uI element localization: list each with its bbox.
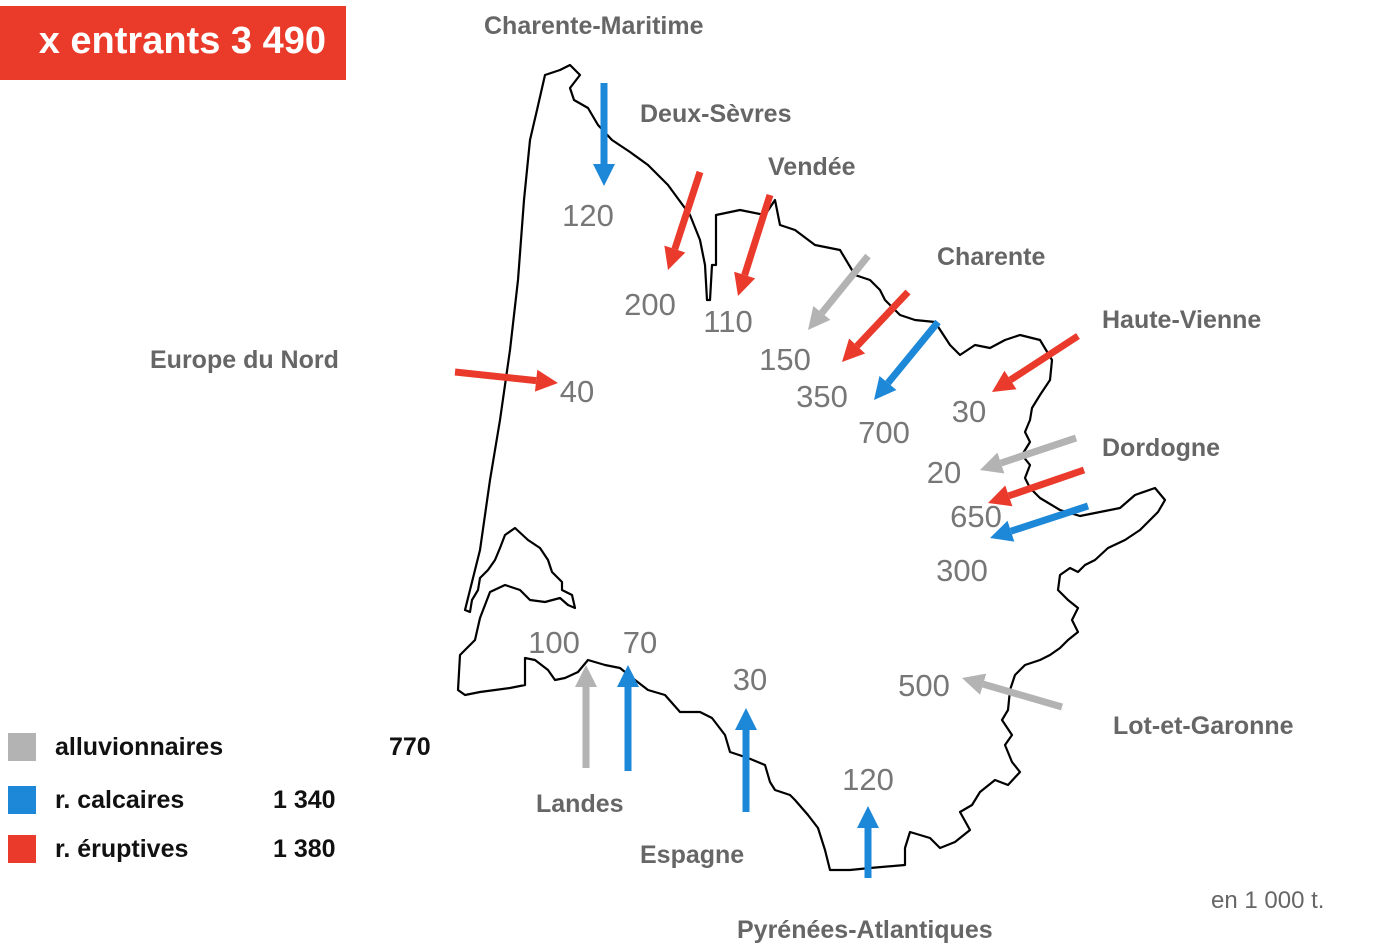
flow-value-label: 40: [560, 374, 594, 409]
flow-arrow-head: [534, 369, 558, 392]
flow-arrow-head: [990, 520, 1015, 542]
total-entrants-banner: x entrants 3 490: [0, 6, 346, 80]
flow-arrow-shaft: [854, 289, 911, 349]
legend-swatch-eruptives: [8, 835, 36, 863]
flow-value-label: 300: [936, 553, 988, 588]
total-entrants-text: x entrants 3 490: [38, 20, 326, 62]
region-label: Charente-Maritime: [484, 12, 704, 40]
flow-arrow-head: [575, 665, 597, 687]
flow-value-label: 120: [562, 198, 614, 233]
legend-label: r. éruptives: [55, 835, 189, 863]
flow-arrow-head: [593, 164, 615, 186]
flow-value-label: 200: [624, 287, 676, 322]
flow-arrow-head: [992, 370, 1017, 392]
flow-value-label: 20: [927, 455, 961, 490]
flow-arrow-shaft: [999, 434, 1078, 467]
region-label: Espagne: [640, 841, 744, 869]
region-label: Europe du Nord: [150, 346, 339, 374]
legend-value: 1 380: [273, 835, 336, 863]
region-label: Pyrénées-Atlantiques: [737, 916, 993, 944]
region-label: Charente: [937, 243, 1045, 271]
region-label: Deux-Sèvres: [640, 100, 791, 128]
flow-arrow-shaft: [1007, 466, 1086, 500]
unit-note: en 1 000 t.: [1211, 887, 1325, 914]
flow-arrow-shaft: [982, 680, 1063, 711]
flow-arrow-head: [857, 806, 879, 828]
flow-arrow-shaft: [819, 253, 871, 316]
gironde-outline: [456, 63, 1167, 872]
flow-arrow-head: [734, 271, 756, 296]
flow-arrow-head: [664, 245, 686, 270]
flow-value-label: 110: [703, 304, 752, 339]
region-label: Landes: [536, 790, 624, 818]
legend-label: alluvionnaires: [55, 733, 224, 761]
flow-arrows: [454, 83, 1090, 878]
legend-value: 1 340: [273, 786, 336, 814]
flow-arrow-shaft: [1009, 502, 1090, 535]
region-label: Vendée: [768, 153, 856, 181]
region-label: Lot-et-Garonne: [1113, 712, 1294, 740]
region-label: Dordogne: [1102, 434, 1220, 462]
flow-value-label: 500: [898, 668, 950, 703]
flow-arrow-shaft: [741, 193, 774, 277]
legend-value: 770: [389, 733, 431, 761]
flow-arrow-head: [808, 305, 831, 330]
flow-arrow-head: [735, 708, 757, 730]
flow-arrow-shaft: [885, 319, 941, 386]
flow-value-label: 30: [733, 662, 767, 697]
flow-arrow-shaft: [671, 170, 704, 251]
legend-label: r. calcaires: [55, 786, 185, 814]
flow-arrow-head: [874, 376, 897, 400]
flow-value-label: 120: [842, 762, 894, 797]
legend-swatch-alluvionnaires: [8, 733, 36, 761]
flow-arrow-shaft: [1008, 333, 1080, 383]
flow-value-label: 350: [796, 379, 848, 414]
flow-value-label: 150: [759, 342, 811, 377]
legend-swatch-calcaires: [8, 786, 36, 814]
flow-arrow-head: [988, 485, 1013, 507]
flow-arrow-head: [962, 673, 987, 695]
flow-value-label: 30: [952, 394, 986, 429]
flow-value-label: 100: [528, 625, 580, 660]
flow-value-label: 650: [950, 499, 1002, 534]
flow-arrow-head: [617, 665, 639, 687]
flow-value-label: 700: [858, 415, 910, 450]
region-label: Haute-Vienne: [1102, 306, 1261, 334]
flow-value-label: 70: [623, 625, 657, 660]
flow-arrow-head: [842, 338, 866, 362]
flow-arrow-head: [980, 452, 1005, 474]
flow-arrow-shaft: [454, 368, 537, 385]
